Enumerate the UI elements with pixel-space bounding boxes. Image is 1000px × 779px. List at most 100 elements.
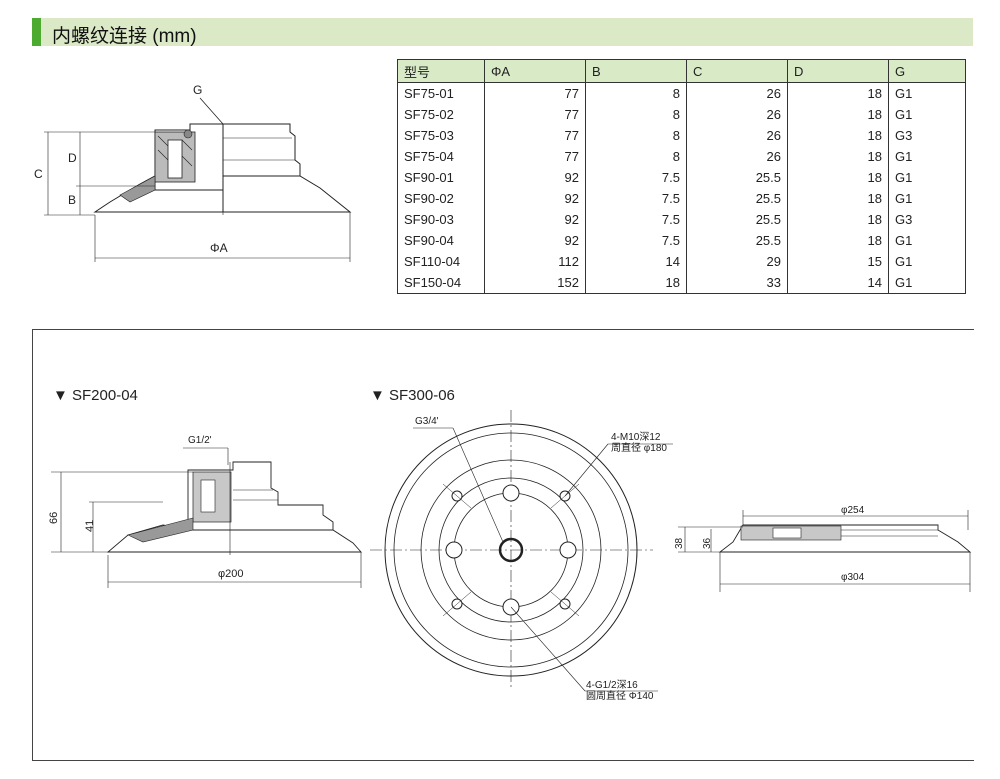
cell: SF75-04 [397,146,485,167]
col-model: 型号 [397,59,485,83]
table-header-row: 型号 ΦA B C D G [397,59,966,83]
sf200-dim-200: φ200 [218,568,244,580]
cell: SF90-04 [397,230,485,251]
cell: 26 [686,146,788,167]
cell: 92 [484,209,586,230]
col-a: ΦA [484,59,586,83]
sf300-m10-label-2: 周直径 φ180 [611,441,667,454]
sf200-dim-41: 41 [84,520,96,532]
section-title: 内螺纹连接 (mm) [52,26,197,47]
cell: 77 [484,82,586,104]
cell: G1 [888,167,966,188]
cell: 26 [686,104,788,125]
cell: 25.5 [686,188,788,209]
cell: 112 [484,251,586,272]
cell: SF75-01 [397,82,485,104]
label-g: G [193,83,202,97]
cell: 26 [686,125,788,146]
large-models-diagram: ▼ SF200-04 G1/2' 66 41 φ200 ▼ SF300-06 G… [48,387,972,702]
sf300-dim-38: 38 [674,537,685,549]
cell: G1 [888,251,966,272]
large-models-panel [32,329,974,761]
suction-cup-diagram: G C D B ΦA [34,83,352,262]
cell: G3 [888,125,966,146]
cell: 8 [585,82,687,104]
cell: 152 [484,272,586,294]
cell: SF150-04 [397,272,485,294]
sf300-dim-304: φ304 [841,572,865,583]
cell: 18 [585,272,687,294]
sf200-dim-66: 66 [48,512,60,524]
cell: 18 [787,188,889,209]
label-c: C [34,167,43,181]
section-title-bar: 内螺纹连接 (mm) [32,18,973,47]
label-b: B [68,193,76,207]
cell: 7.5 [585,230,687,251]
cell: 14 [787,272,889,294]
cell: G1 [888,272,966,294]
col-g: G [888,59,966,83]
cell: 18 [787,82,889,104]
cell: G1 [888,188,966,209]
cell: 18 [787,230,889,251]
cell: 25.5 [686,209,788,230]
label-a: ΦA [210,241,228,255]
sf300-thread-label: G3/4' [415,416,439,427]
cell: 8 [585,125,687,146]
sf300-m10-label-1: 4-M10深12 [611,431,661,443]
sf300-g-label-1: 4-G1/2深16 [586,679,638,691]
sf300-g-label-2: 圆周直径 Φ140 [586,689,654,702]
cell: G1 [888,230,966,251]
cell: SF75-02 [397,104,485,125]
cell: 18 [787,104,889,125]
cell: 18 [787,125,889,146]
cell: 7.5 [585,167,687,188]
col-b: B [585,59,687,83]
cell: 92 [484,188,586,209]
cell: 77 [484,104,586,125]
cell: SF110-04 [397,251,485,272]
cell: 77 [484,146,586,167]
cell: 8 [585,104,687,125]
sf200-title: ▼ SF200-04 [53,387,138,404]
sf300-dim-36: 36 [702,537,713,549]
cell: G1 [888,82,966,104]
cell: 8 [585,146,687,167]
col-c: C [686,59,788,83]
sf300-title: ▼ SF300-06 [370,387,455,404]
title-accent-bar [32,18,41,46]
sf300-dim-254: φ254 [841,505,865,516]
cell: 29 [686,251,788,272]
cell: G3 [888,209,966,230]
cell: SF75-03 [397,125,485,146]
cell: SF90-03 [397,209,485,230]
cell: 92 [484,167,586,188]
cell: SF90-01 [397,167,485,188]
cell: 7.5 [585,209,687,230]
cell: G1 [888,146,966,167]
label-d: D [68,151,77,165]
cell: 26 [686,82,788,104]
cell: 33 [686,272,788,294]
cell: 15 [787,251,889,272]
cell: 25.5 [686,167,788,188]
cell: 25.5 [686,230,788,251]
cell: 7.5 [585,188,687,209]
cell: 77 [484,125,586,146]
col-d: D [787,59,889,83]
cell: 14 [585,251,687,272]
cell: 18 [787,209,889,230]
cell: 18 [787,146,889,167]
cell: SF90-02 [397,188,485,209]
